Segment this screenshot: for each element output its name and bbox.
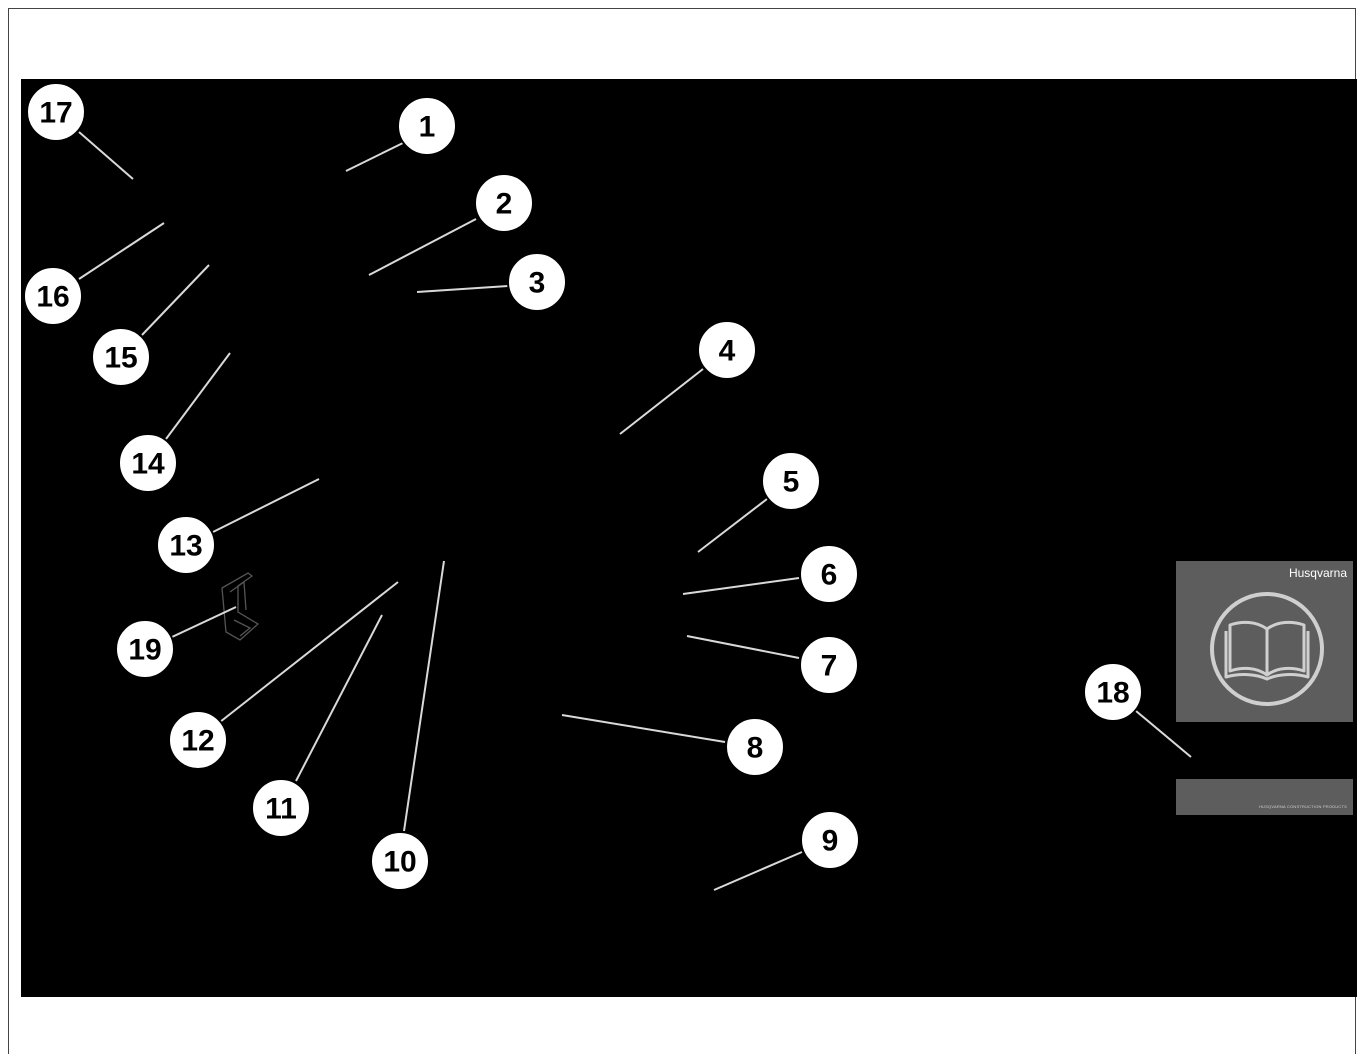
callout-10: 10	[370, 831, 430, 891]
callout-circle-19	[115, 619, 175, 679]
leader-line-16	[78, 222, 165, 280]
leader-line-10	[403, 560, 445, 832]
callout-16: 16	[23, 266, 83, 326]
callout-circle-18	[1083, 662, 1143, 722]
stand-sketch	[221, 572, 260, 641]
callout-5: 5	[761, 451, 821, 511]
callout-12: 12	[168, 710, 228, 770]
leader-line-15	[141, 264, 210, 336]
callout-number-1: 1	[419, 111, 436, 144]
callout-6: 6	[799, 544, 859, 604]
callout-number-7: 7	[821, 650, 838, 683]
callout-number-14: 14	[131, 448, 165, 481]
callout-number-8: 8	[747, 732, 764, 765]
diagram-background	[21, 79, 1357, 997]
callout-circle-14	[118, 433, 178, 493]
callout-circle-5	[761, 451, 821, 511]
callout-number-6: 6	[821, 559, 838, 592]
book-icon	[1210, 592, 1324, 706]
callout-circle-16	[23, 266, 83, 326]
callout-number-16: 16	[36, 281, 69, 314]
leader-line-2	[368, 218, 477, 276]
callout-number-17: 17	[39, 97, 72, 130]
callout-circle-9	[800, 810, 860, 870]
callout-circle-8	[725, 717, 785, 777]
leader-line-19	[171, 606, 237, 638]
callout-circle-7	[799, 635, 859, 695]
callout-19: 19	[115, 619, 175, 679]
leader-line-12	[219, 581, 399, 723]
callout-circle-6	[799, 544, 859, 604]
leader-line-5	[697, 498, 768, 553]
callout-13: 13	[156, 515, 216, 575]
callout-circle-13	[156, 515, 216, 575]
callout-circle-4	[697, 320, 757, 380]
callout-number-11: 11	[265, 793, 297, 826]
callout-14: 14	[118, 433, 178, 493]
callout-circle-11	[251, 778, 311, 838]
leader-line-11	[295, 614, 383, 782]
callout-17: 17	[26, 82, 86, 142]
callout-circle-10	[370, 831, 430, 891]
leader-line-7	[686, 635, 800, 659]
callout-number-2: 2	[496, 188, 513, 221]
callout-15: 15	[91, 327, 151, 387]
leader-line-14	[165, 352, 231, 440]
leader-lines	[78, 131, 1192, 891]
callout-circle-1	[397, 96, 457, 156]
callout-number-12: 12	[181, 725, 214, 758]
leader-line-3	[416, 285, 509, 293]
callout-2: 2	[474, 173, 534, 233]
callout-number-3: 3	[529, 267, 546, 300]
callout-11: 11	[251, 778, 311, 838]
callout-number-18: 18	[1096, 677, 1129, 710]
callout-number-15: 15	[104, 342, 137, 375]
callout-number-19: 19	[128, 634, 161, 667]
operator-manual-spine: HUSQVARNA CONSTRUCTION PRODUCTS	[1176, 779, 1353, 815]
manual-brand-logo: Husqvarna	[1288, 566, 1347, 580]
callout-7: 7	[799, 635, 859, 695]
callout-9: 9	[800, 810, 860, 870]
callout-circle-3	[507, 252, 567, 312]
leader-line-18	[1135, 710, 1192, 758]
callout-4: 4	[697, 320, 757, 380]
callout-number-5: 5	[783, 466, 800, 499]
leader-line-13	[212, 478, 320, 533]
leader-line-4	[619, 368, 704, 435]
callout-number-13: 13	[169, 530, 202, 563]
callout-3: 3	[507, 252, 567, 312]
callout-circle-2	[474, 173, 534, 233]
callout-18: 18	[1083, 662, 1143, 722]
callout-number-10: 10	[383, 846, 416, 879]
callout-circle-12	[168, 710, 228, 770]
leader-line-17	[78, 131, 134, 180]
callout-1: 1	[397, 96, 457, 156]
leader-line-8	[561, 714, 726, 743]
callout-circle-15	[91, 327, 151, 387]
manual-fine-print: HUSQVARNA CONSTRUCTION PRODUCTS	[1259, 804, 1347, 809]
callout-circle-17	[26, 82, 86, 142]
leader-line-6	[682, 577, 800, 595]
leader-line-1	[345, 141, 406, 172]
callout-number-4: 4	[719, 335, 736, 368]
callout-number-9: 9	[822, 825, 839, 858]
leader-line-9	[713, 851, 803, 891]
operator-manual-cover: Husqvarna	[1176, 561, 1353, 722]
callout-8: 8	[725, 717, 785, 777]
